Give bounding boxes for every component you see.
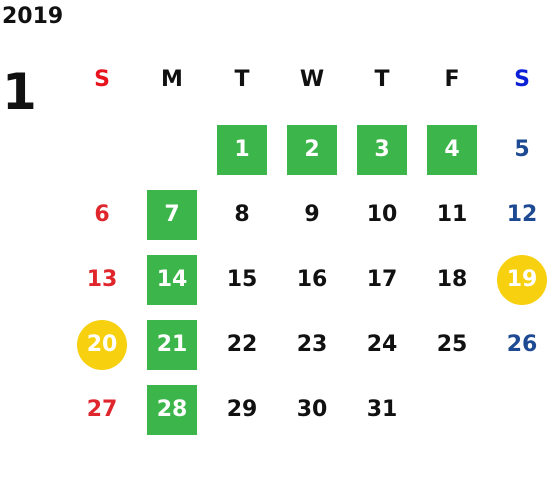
day-10: 10 [366, 202, 398, 227]
weekday-sun: S [94, 67, 110, 92]
day-1: 1 [217, 125, 267, 175]
day-28: 28 [147, 385, 197, 435]
day-21: 21 [147, 320, 197, 370]
day-18: 18 [436, 267, 468, 292]
weekday-wed: W [299, 67, 325, 92]
weekday-tue: T [234, 67, 250, 92]
month-label: 1 [2, 63, 37, 121]
day-5: 5 [514, 137, 530, 162]
weekday-fri: F [444, 67, 460, 92]
day-4: 4 [427, 125, 477, 175]
day-3: 3 [357, 125, 407, 175]
day-9: 9 [304, 202, 320, 227]
day-23: 23 [296, 332, 328, 357]
weekday-mon: M [161, 67, 183, 92]
weekday-thu: T [374, 67, 390, 92]
day-31: 31 [366, 397, 398, 422]
day-17: 17 [366, 267, 398, 292]
day-27: 27 [86, 397, 118, 422]
day-24: 24 [366, 332, 398, 357]
day-19: 19 [497, 255, 547, 305]
day-29: 29 [226, 397, 258, 422]
day-30: 30 [296, 397, 328, 422]
day-11: 11 [436, 202, 468, 227]
day-7: 7 [147, 190, 197, 240]
day-26: 26 [506, 332, 538, 357]
weekday-sat: S [514, 67, 530, 92]
year-label: 2019 [2, 4, 64, 29]
day-25: 25 [436, 332, 468, 357]
day-6: 6 [94, 202, 110, 227]
day-22: 22 [226, 332, 258, 357]
day-14: 14 [147, 255, 197, 305]
day-8: 8 [234, 202, 250, 227]
day-2: 2 [287, 125, 337, 175]
day-16: 16 [296, 267, 328, 292]
day-13: 13 [86, 267, 118, 292]
day-12: 12 [506, 202, 538, 227]
day-15: 15 [226, 267, 258, 292]
day-20: 20 [77, 320, 127, 370]
